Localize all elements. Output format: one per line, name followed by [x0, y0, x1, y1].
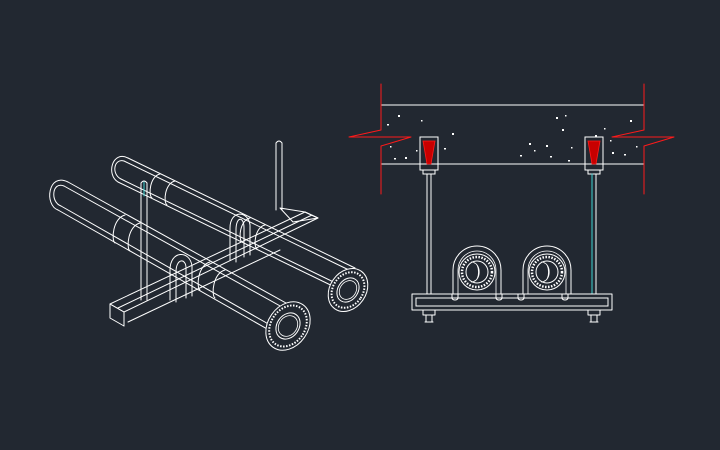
nut-left: [422, 309, 436, 323]
break-line-right: [611, 83, 675, 195]
anchor-left: [419, 136, 439, 175]
base-channel: [411, 293, 613, 311]
iso-hanger-rod-back: [275, 140, 283, 211]
channel-bolts: [451, 293, 569, 301]
concrete-aggregate: [387, 115, 638, 162]
section-pipe-right: [522, 245, 572, 294]
section-view: [348, 83, 675, 323]
section-hanger-rod-left: [426, 173, 432, 295]
nut-right: [587, 309, 601, 323]
iso-u-bolt-back: [229, 213, 251, 263]
iso-u-bolt-front: [169, 254, 193, 303]
section-hanger-rod-right: [591, 173, 597, 295]
concrete-slab: [380, 104, 645, 165]
iso-channel-beam: [109, 207, 319, 327]
anchor-right: [584, 136, 604, 175]
iso-front-pipe-end: [265, 301, 311, 351]
iso-back-pipe-end: [327, 268, 369, 312]
isometric-view: [49, 140, 369, 351]
iso-hanger-rod-front: [140, 180, 148, 301]
break-line-left: [348, 83, 412, 195]
section-pipe-left: [452, 245, 502, 294]
